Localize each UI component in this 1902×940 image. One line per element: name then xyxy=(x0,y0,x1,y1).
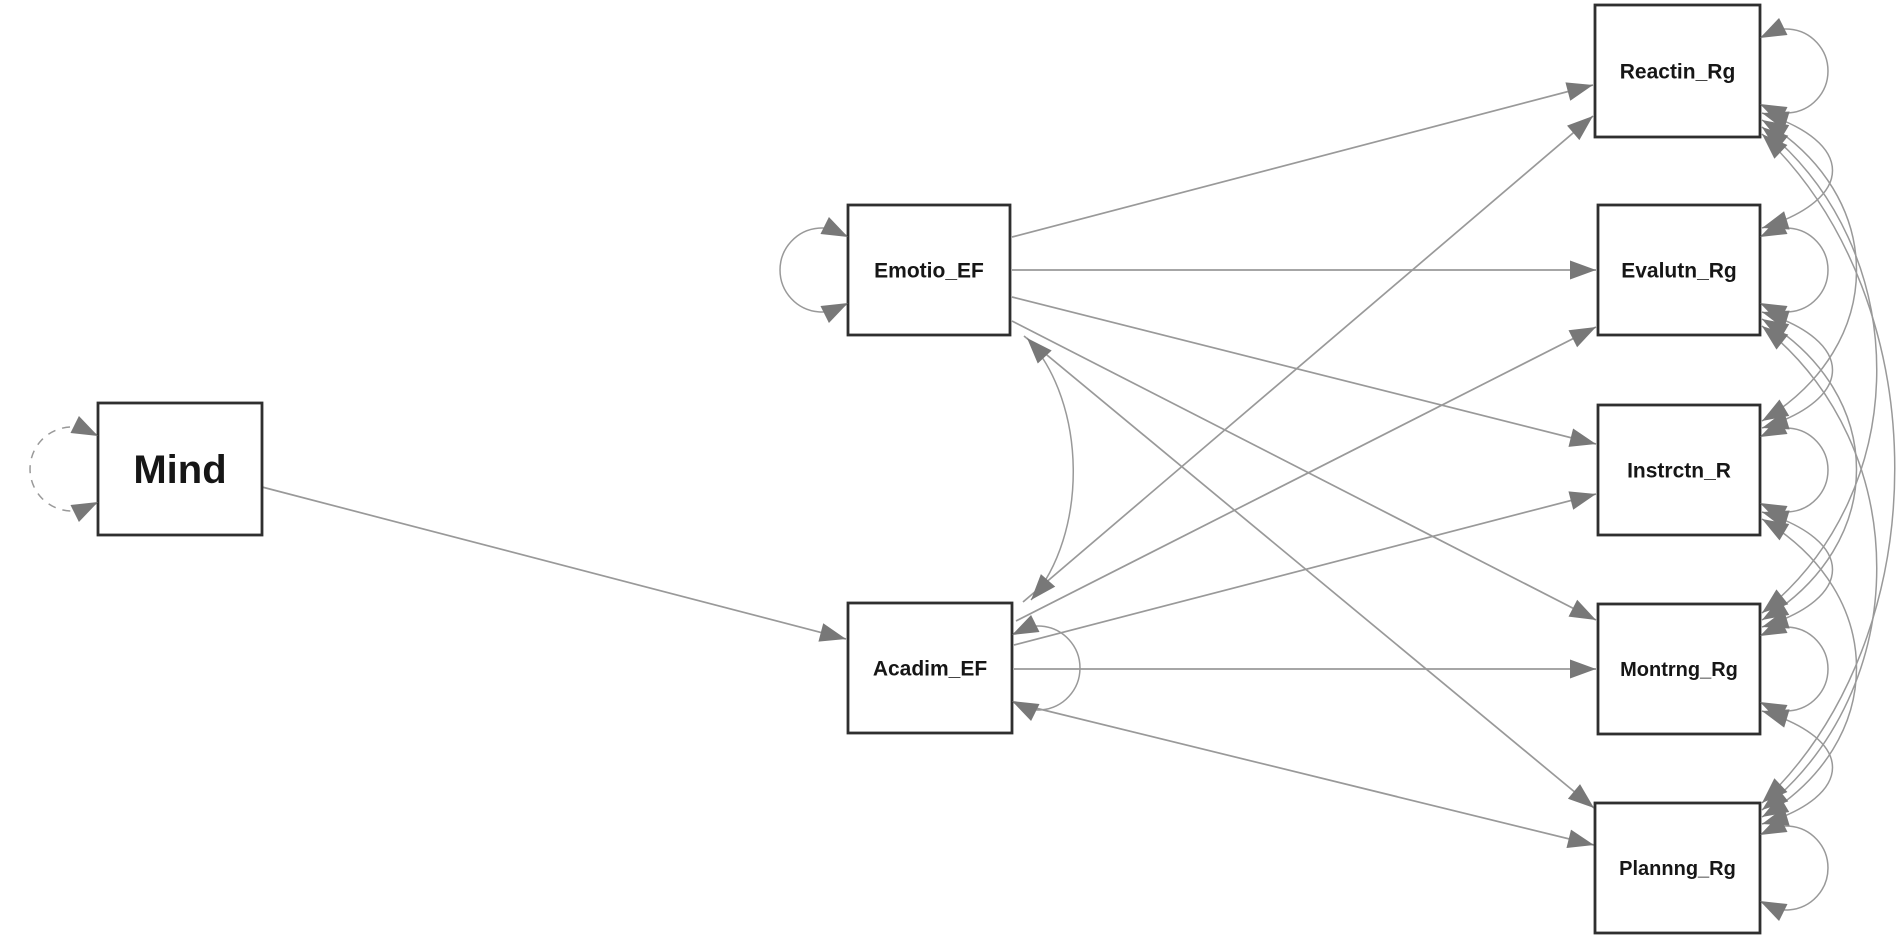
covariance-reactin-evalutn xyxy=(1761,112,1834,229)
arrowhead-loop-reactin-top xyxy=(1760,17,1788,38)
node-label-montrng: Montrng_Rg xyxy=(1620,659,1738,681)
covariance-emotio-acadim xyxy=(1026,337,1074,601)
arrowhead-loop-evalutn-top xyxy=(1760,216,1788,237)
covariance-instrctn-montrng xyxy=(1761,511,1834,628)
arrowhead-loop-acadim-top xyxy=(1012,614,1040,635)
edge-acadim-to-evalutn xyxy=(1015,326,1597,622)
arrowhead-cov-plannng xyxy=(1762,778,1788,803)
arrowhead-emotio-to-reactin xyxy=(1565,82,1593,101)
layer-arrowheads xyxy=(70,17,1790,922)
arrowhead-loop-montrng-bottom xyxy=(1760,702,1788,723)
edge-emotio-to-montrng xyxy=(1011,320,1597,621)
self-loop-mind xyxy=(29,426,99,512)
layer-boxes: Mind Emotio_EF Acadim_EF Reactin_RgEvalutn_… xyxy=(96,3,1762,935)
edge-emotio-to-reactin xyxy=(1011,84,1594,238)
node-box-reactin xyxy=(1593,3,1762,139)
arrowhead-acadim-to-instrctn xyxy=(1568,491,1596,510)
arrowhead-loop-mind-bottom xyxy=(70,502,98,523)
arrowhead-cov-instrctn xyxy=(1762,519,1790,541)
self-loop-acadim xyxy=(1011,625,1081,711)
arrowhead-emotio-to-instrctn xyxy=(1568,428,1596,447)
arrowhead-mind-to-acadim xyxy=(818,623,846,642)
arrowhead-loop-montrng-top xyxy=(1760,615,1788,636)
self-loop-instrctn xyxy=(1759,427,1829,513)
arrowhead-cov-plannng xyxy=(1762,786,1789,810)
arrowhead-cov-evalutn xyxy=(1762,326,1789,350)
arrowhead-cov-reactin xyxy=(1762,127,1789,151)
node-box-montrng xyxy=(1596,602,1762,736)
arrowhead-cov-acadim xyxy=(1031,574,1056,600)
covariance-reactin-instrctn xyxy=(1761,119,1858,422)
arrowhead-emotio-to-plannng xyxy=(1567,784,1594,808)
node-box-mind xyxy=(96,401,264,537)
arrowhead-cov-reactin xyxy=(1762,134,1788,159)
arrowhead-loop-instrctn-bottom xyxy=(1760,503,1788,524)
node-box-plannng xyxy=(1593,801,1762,935)
arrowhead-loop-acadim-bottom xyxy=(1012,701,1040,722)
edge-emotio-to-instrctn xyxy=(1011,296,1597,445)
arrowhead-emotio-to-montrng xyxy=(1568,599,1596,620)
covariance-montrng-plannng xyxy=(1761,710,1834,825)
covariance-reactin-plannng xyxy=(1761,133,1896,804)
node-box-emotio xyxy=(846,203,1012,337)
self-loop-reactin xyxy=(1759,28,1829,114)
arrowhead-loop-reactin-bottom xyxy=(1760,104,1788,125)
arrowhead-cov-emotio xyxy=(1027,338,1052,364)
arrowhead-acadim-to-evalutn xyxy=(1568,327,1596,348)
node-label-evalutn: Evalutn_Rg xyxy=(1621,259,1737,282)
layer-lines xyxy=(29,28,1896,911)
arrowhead-loop-plannng-top xyxy=(1760,814,1788,835)
node-box-instrctn xyxy=(1596,403,1762,537)
edge-acadim-to-plannng xyxy=(1018,703,1595,846)
arrowhead-loop-emotio-bottom xyxy=(820,303,848,324)
edge-emotio-to-plannng xyxy=(1023,335,1595,809)
self-loop-emotio xyxy=(779,227,849,313)
arrowhead-loop-emotio-top xyxy=(820,216,848,237)
node-label-mind: Mind xyxy=(133,448,226,492)
edge-acadim-to-reactin xyxy=(1022,115,1594,603)
arrowhead-acadim-to-montrng xyxy=(1570,659,1596,679)
self-loop-evalutn xyxy=(1759,227,1829,313)
arrowhead-loop-mind-top xyxy=(70,415,98,436)
arrowhead-loop-plannng-bottom xyxy=(1760,901,1788,922)
arrowhead-emotio-to-evalutn xyxy=(1570,260,1596,280)
node-box-acadim xyxy=(846,601,1014,735)
arrowhead-cov-instrctn xyxy=(1762,399,1790,421)
arrowhead-loop-evalutn-bottom xyxy=(1760,303,1788,324)
node-label-instrctn: Instrctn_R xyxy=(1627,459,1731,482)
node-label-plannng: Plannng_Rg xyxy=(1619,858,1736,880)
arrowhead-acadim-to-reactin xyxy=(1567,116,1593,141)
covariance-evalutn-montrng xyxy=(1761,318,1858,621)
arrowhead-loop-instrctn-top xyxy=(1760,416,1788,437)
arrowhead-cov-montrng xyxy=(1762,589,1789,613)
arrowhead-acadim-to-plannng xyxy=(1566,829,1594,849)
covariance-instrctn-plannng xyxy=(1761,518,1858,818)
self-loop-plannng xyxy=(1759,825,1829,911)
edge-acadim-to-instrctn xyxy=(1013,493,1597,646)
edge-mind-to-acadim xyxy=(261,486,847,640)
covariance-reactin-montrng xyxy=(1761,126,1878,614)
self-loop-montrng xyxy=(1759,626,1829,712)
covariance-evalutn-plannng xyxy=(1761,325,1878,811)
covariance-evalutn-instrctn xyxy=(1761,311,1834,429)
node-box-evalutn xyxy=(1596,203,1762,337)
node-label-emotio: Emotio_EF xyxy=(874,259,984,282)
node-label-reactin: Reactin_Rg xyxy=(1620,60,1736,83)
node-label-acadim: Acadim_EF xyxy=(873,657,988,680)
